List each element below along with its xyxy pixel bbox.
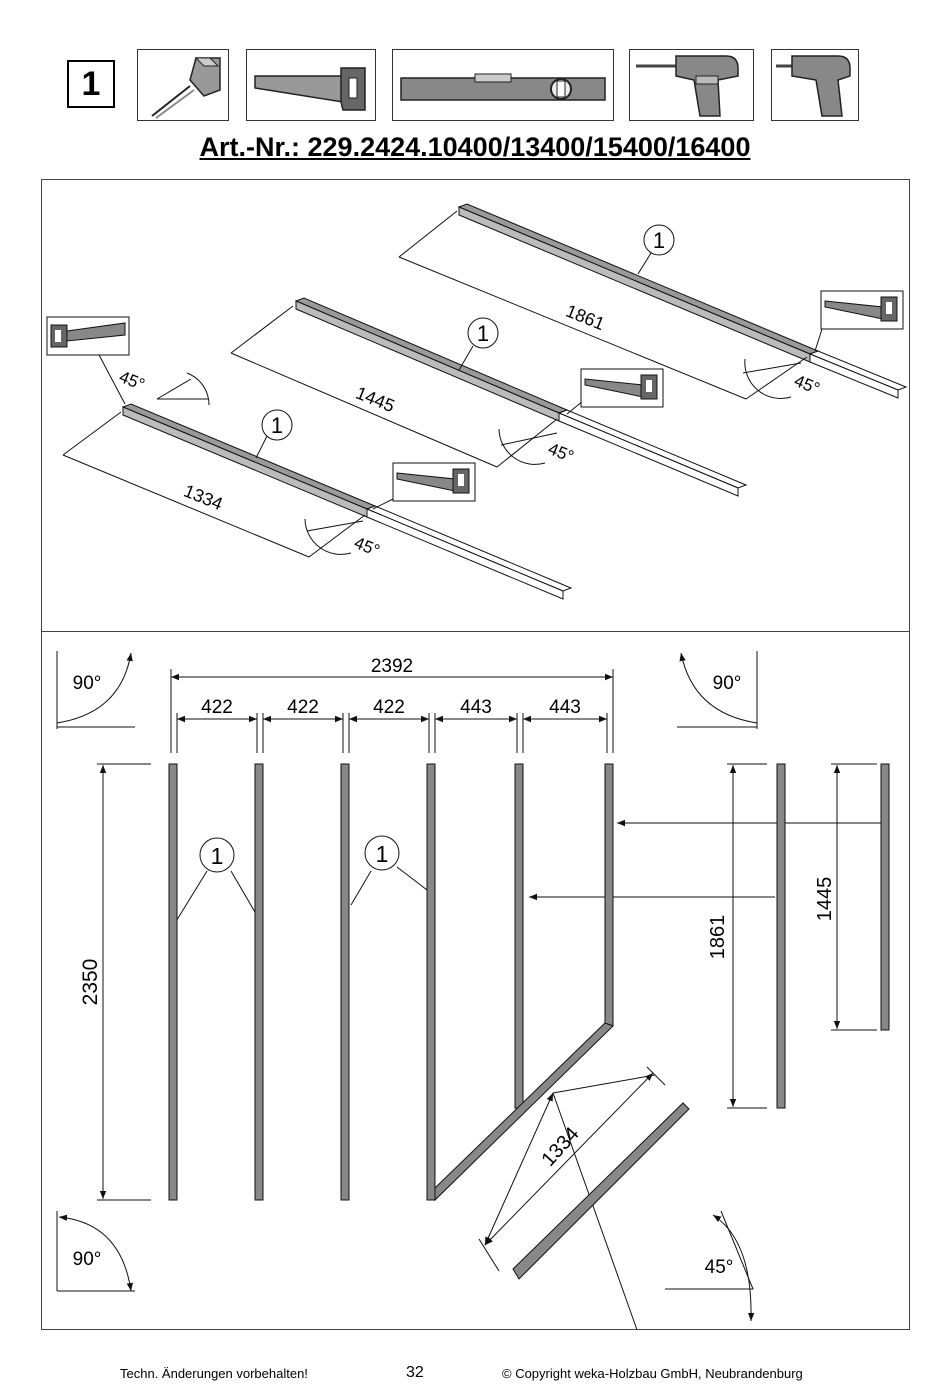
- spacing-label: 422: [373, 697, 405, 718]
- spacing-label: 422: [287, 697, 319, 718]
- total-width-label: 2392: [371, 656, 413, 677]
- side-length-label: 1445: [814, 877, 836, 922]
- side-length-label: 1861: [707, 915, 729, 960]
- spacing-label: 422: [201, 697, 233, 718]
- side-piece: [880, 763, 890, 1031]
- drill-icon: [629, 49, 754, 121]
- tape-measure-icon: [137, 49, 229, 121]
- svg-text:1: 1: [653, 228, 665, 253]
- angle-label: 90°: [713, 673, 742, 694]
- saw-icon: [246, 49, 376, 121]
- stud: [426, 763, 436, 1201]
- side-piece: [776, 763, 786, 1109]
- brace: [434, 1022, 614, 1202]
- step-number: 1: [67, 60, 115, 108]
- saw-callout-icon: [820, 290, 904, 330]
- cordless-drill-icon: [771, 49, 859, 121]
- saw-callout-icon: [46, 316, 130, 356]
- cutting-diagram-panel: 1 1 1 1861 1445 1334 45° 45° 45° 45°: [41, 179, 910, 632]
- svg-text:1: 1: [211, 843, 224, 869]
- svg-text:1: 1: [477, 321, 489, 346]
- part-callout: 1 1 1: [261, 224, 675, 441]
- stud: [604, 763, 614, 1027]
- angle-label: 45°: [705, 1257, 734, 1278]
- spirit-level-icon: [392, 49, 614, 121]
- saw-callout-icon: [580, 368, 664, 408]
- cutting-diagram: 1 1 1 1861 1445 1334 45° 45° 45° 45°: [46, 203, 908, 600]
- angle-label: 90°: [73, 1249, 102, 1270]
- brace-length-label: 1334: [537, 1123, 583, 1171]
- saw-callout-icon: [392, 462, 476, 502]
- part-callout: 1 1: [199, 835, 400, 873]
- length-1861: 1861: [563, 301, 608, 335]
- spacing-label: 443: [549, 697, 581, 718]
- assembly-diagram: 2392 422 422 422 443 443 2350 1861 1445 …: [56, 651, 890, 1376]
- angle-label: 90°: [73, 673, 102, 694]
- loose-brace: [512, 1102, 690, 1280]
- stud: [514, 763, 524, 1109]
- article-number: Art.-Nr.: 229.2424.10400/13400/15400/164…: [199, 132, 751, 162]
- stud: [254, 763, 264, 1201]
- angle-label: 45°: [117, 367, 148, 394]
- page-number: 32: [406, 1364, 424, 1381]
- stud: [168, 763, 178, 1201]
- height-label: 2350: [79, 959, 102, 1006]
- angle-label: 45°: [546, 439, 577, 466]
- footer-copyright: © Copyright weka-Holzbau GmbH, Neubrande…: [502, 1366, 803, 1381]
- length-1334: 1334: [181, 481, 226, 515]
- spacing-label: 443: [460, 697, 492, 718]
- svg-text:1: 1: [376, 841, 389, 867]
- assembly-diagram-panel: 2392 422 422 422 443 443 2350 1861 1445 …: [41, 631, 910, 1376]
- stud: [340, 763, 350, 1201]
- length-1445: 1445: [353, 383, 398, 417]
- svg-text:1: 1: [271, 413, 283, 438]
- angle-label: 45°: [792, 371, 823, 398]
- angle-label: 45°: [352, 533, 383, 560]
- footer-disclaimer: Techn. Änderungen vorbehalten!: [120, 1366, 308, 1381]
